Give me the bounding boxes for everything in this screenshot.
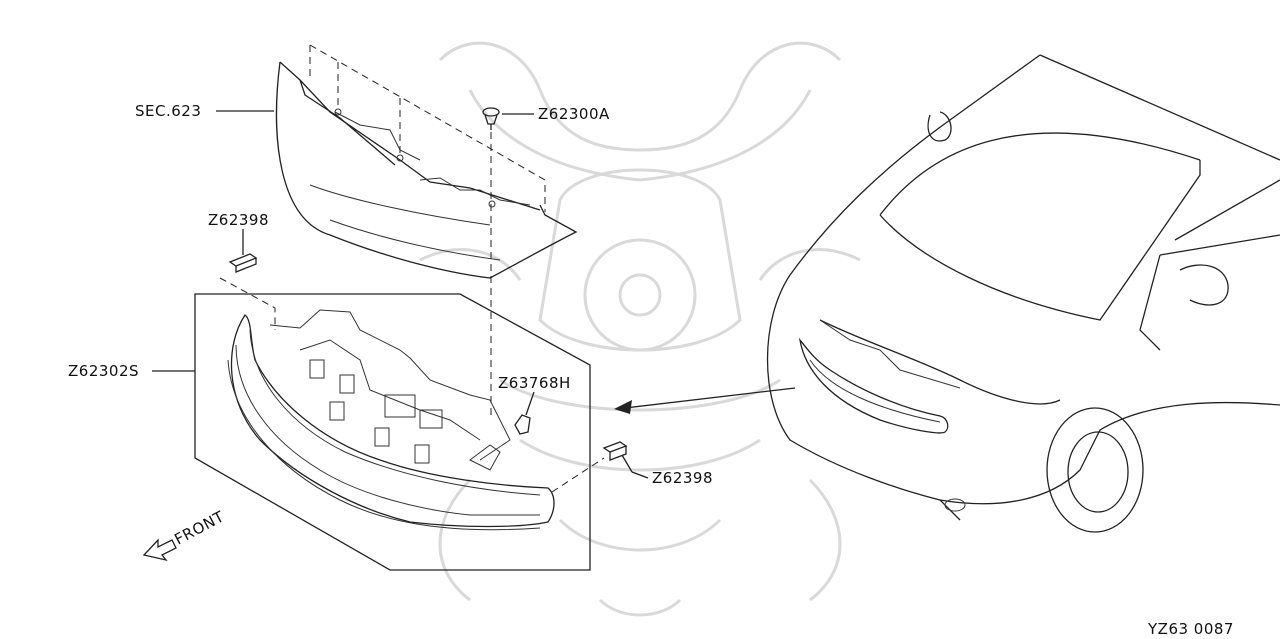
- diagram-code: YZ63 0087: [1147, 620, 1234, 638]
- clip-z62398-left: [228, 253, 258, 273]
- grille-box-outline: [194, 293, 591, 571]
- label-z62300a: Z62300A: [538, 105, 610, 123]
- upper-panel-sec623: [275, 61, 578, 279]
- clip-z62300a: [482, 107, 500, 130]
- reference-arrow: [614, 387, 796, 414]
- label-sec623: SEC.623: [135, 102, 201, 120]
- label-z63768h: Z63768H: [498, 374, 571, 392]
- clip-z62398-right: [602, 441, 628, 461]
- label-z62302s: Z62302S: [68, 362, 139, 380]
- label-z62398-top: Z62398: [208, 211, 269, 229]
- clip-z63768h: [514, 414, 531, 435]
- vehicle-outline: [766, 54, 1280, 533]
- front-arrow-icon: [142, 538, 177, 562]
- label-front: FRONT: [171, 507, 227, 548]
- grille-z62302s: [227, 309, 555, 531]
- label-z62398-right: Z62398: [652, 469, 713, 487]
